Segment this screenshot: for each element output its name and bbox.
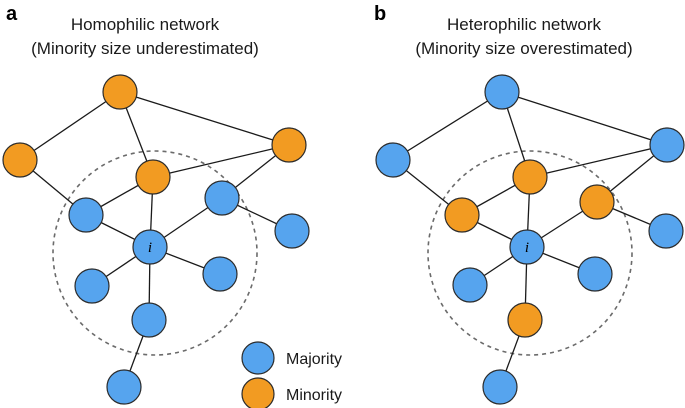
majority-node xyxy=(482,369,518,405)
majority-node xyxy=(648,213,684,249)
majority-node xyxy=(204,180,240,216)
panel-a-letter: a xyxy=(6,3,18,25)
ego-node xyxy=(132,229,168,265)
majority-node xyxy=(202,256,238,292)
majority-node xyxy=(452,267,488,303)
panel-a-nodes: i xyxy=(2,74,310,405)
minority-node xyxy=(579,184,615,220)
majority-node xyxy=(131,302,167,338)
majority-node xyxy=(106,369,142,405)
majority-node xyxy=(577,256,613,292)
majority-node xyxy=(649,127,685,163)
panel-a-title-line2: (Minority size underestimated) xyxy=(31,39,259,58)
panel-a: a Homophilic network (Minority size unde… xyxy=(2,3,310,405)
panel-a-ego-label: i xyxy=(148,240,152,256)
majority-node xyxy=(274,213,310,249)
panel-b-ego-neighborhood-ring xyxy=(427,150,633,356)
minority-node xyxy=(135,159,171,195)
panel-b: b Heterophilic network (Minority size ov… xyxy=(374,3,685,405)
edge xyxy=(392,91,503,161)
legend-majority-swatch xyxy=(241,341,275,375)
edge xyxy=(19,91,121,161)
majority-node xyxy=(74,268,110,304)
panel-a-ego-neighborhood-ring xyxy=(52,150,258,356)
majority-node xyxy=(375,142,411,178)
panel-b-letter: b xyxy=(374,3,386,25)
minority-node xyxy=(271,127,307,163)
edge xyxy=(529,144,668,178)
edge xyxy=(119,91,290,146)
minority-node xyxy=(507,302,543,338)
panel-b-title-line2: (Minority size overestimated) xyxy=(415,39,632,58)
minority-node xyxy=(444,197,480,233)
legend-minority-label: Minority xyxy=(286,387,342,404)
panel-a-title-line1: Homophilic network xyxy=(71,15,220,34)
minority-node xyxy=(512,159,548,195)
majority-node xyxy=(484,74,520,110)
minority-node xyxy=(102,74,138,110)
ego-node xyxy=(509,229,545,265)
edge xyxy=(501,91,668,146)
minority-node xyxy=(2,142,38,178)
legend-minority-swatch xyxy=(241,377,275,408)
legend-majority-label: Majority xyxy=(286,351,342,368)
edge xyxy=(152,144,290,178)
panel-b-title-line1: Heterophilic network xyxy=(447,15,602,34)
legend: Majority Minority xyxy=(241,341,342,408)
panel-b-nodes: i xyxy=(375,74,685,405)
panel-b-ego-label: i xyxy=(525,240,529,256)
majority-node xyxy=(68,197,104,233)
